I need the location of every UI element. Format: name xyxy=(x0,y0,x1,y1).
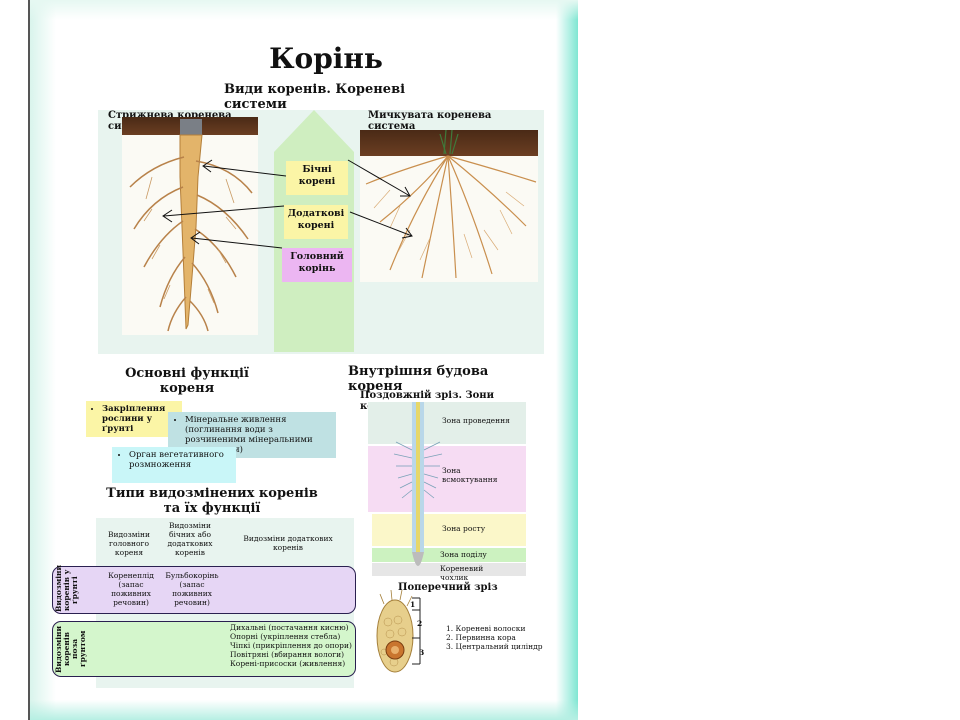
zone-conduction: Зона проведення xyxy=(368,402,526,444)
lateral-roots-label: Бічні корені xyxy=(286,161,348,195)
cross-marker-2: 2 xyxy=(417,619,423,628)
legend-root-hairs: 1. Кореневі волоски xyxy=(446,624,526,633)
zone-division: Зона поділу xyxy=(372,548,526,562)
root-systems-heading: Види коренів. Кореневі системи xyxy=(224,82,406,112)
cross-section-drawing xyxy=(376,590,414,673)
cross-marker-1: 1 xyxy=(410,600,416,609)
zone-root-cap: Кореневий чохлик xyxy=(372,563,526,582)
bottom-glow xyxy=(30,700,578,720)
modifications-heading: Типи видозмінених коренів та їх функції xyxy=(106,486,318,516)
mod-taproot-tuber: Коренеплід (запас поживних речовин) xyxy=(108,571,154,607)
functions-heading: Основні функції кореня xyxy=(125,366,249,396)
cross-section-title: Поперечний зріз xyxy=(398,582,498,593)
top-glow xyxy=(30,0,578,20)
aerial-mod-clinging: Чіпкі (прикріплення до опори) xyxy=(230,641,352,650)
function-reproduction-text: Орган вегетативного розмноження xyxy=(129,450,233,470)
underground-row-label: Видозміни коренів у ґрунті xyxy=(54,564,79,612)
aboveground-row xyxy=(52,621,356,677)
legend-primary-cortex: 2. Первинна кора xyxy=(446,633,516,642)
longitudinal-root-drawing xyxy=(393,402,443,566)
aerial-mod-haustoria: Корені-присоски (живлення) xyxy=(230,659,346,668)
aboveground-row-label: Видозміни коренів поза ґрунтом xyxy=(54,625,87,673)
fibrous-system-label: Мичкувата коренева система xyxy=(368,110,492,132)
zone-absorption-label: Зона всмоктування xyxy=(442,466,498,484)
mod-root-tuber: Бульбокорінь (запас поживних речовин) xyxy=(165,571,219,607)
zone-division-label: Зона поділу xyxy=(440,550,487,559)
cross-marker-3: 3 xyxy=(419,648,425,657)
zone-growth: Зона росту xyxy=(372,514,526,546)
zone-absorption: Зона всмоктування xyxy=(368,446,526,512)
aerial-mod-air: Повітряні (вбирання вологи) xyxy=(230,650,345,659)
left-glow xyxy=(30,0,56,720)
taproot-illustration xyxy=(122,117,258,335)
aerial-mod-respiratory: Дихальні (постачання кисню) xyxy=(230,623,349,632)
main-root-label: Головний корінь xyxy=(282,248,352,282)
structure-heading: Внутрішня будова кореня xyxy=(348,364,489,394)
fibrous-root-illustration xyxy=(360,130,538,282)
function-reproduction: Орган вегетативного розмноження xyxy=(112,447,236,483)
aboveground-mod-list: Дихальні (постачання кисню) Опорні (укрі… xyxy=(230,623,360,668)
cross-section-legend: 1. Кореневі волоски 2. Первинна кора 3. … xyxy=(446,624,546,651)
aerial-mod-prop: Опорні (укріплення стебла) xyxy=(230,632,341,641)
legend-central-cylinder: 3. Центральний циліндр xyxy=(446,642,543,651)
underground-row xyxy=(52,566,356,614)
adventitious-roots-label: Додаткові корені xyxy=(284,205,348,239)
function-anchoring-text: Закріплення рослини у ґрунті xyxy=(102,404,180,434)
zone-root-cap-label: Кореневий чохлик xyxy=(440,564,484,582)
zone-growth-label: Зона росту xyxy=(442,524,486,533)
zone-conduction-label: Зона проведення xyxy=(442,416,510,425)
pointer-arrows xyxy=(162,159,413,249)
mod-col-lateral: Видозміни бічних або додаткових коренів xyxy=(167,521,213,557)
page-title: Корінь xyxy=(269,42,383,75)
mod-col-adventitious: Видозміни додаткових коренів xyxy=(243,534,333,552)
slide-page: Корінь Види коренів. Кореневі системи Ст… xyxy=(28,0,578,720)
cross-section-brackets xyxy=(412,597,421,665)
mod-col-main: Видозміни головного кореня xyxy=(108,530,150,557)
function-anchoring: Закріплення рослини у ґрунті xyxy=(86,401,182,437)
right-glow xyxy=(556,0,578,720)
